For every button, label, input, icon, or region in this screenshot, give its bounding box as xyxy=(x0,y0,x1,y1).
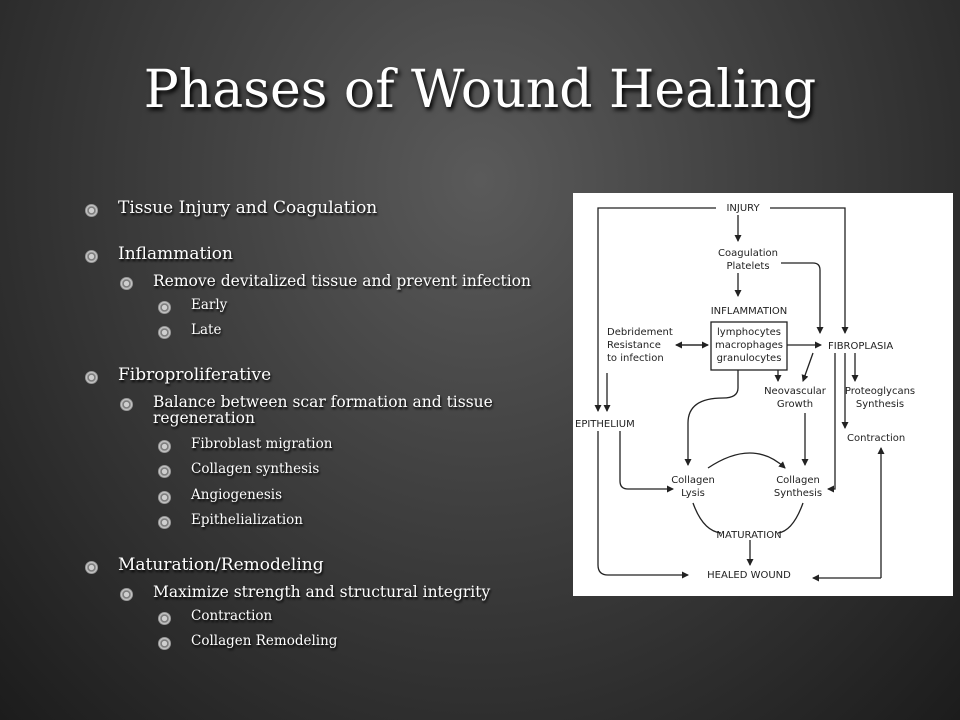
bullet-text: Maturation/Remodeling xyxy=(118,555,324,575)
arrow-epithelium-healed xyxy=(597,431,689,579)
bullet-text: Epithelialization xyxy=(191,512,303,528)
node-neovascular: Neovascular xyxy=(764,386,827,397)
node-collagen-lysis-2: Lysis xyxy=(681,488,705,499)
bullet-collagen-remodeling: Collagen Remodeling xyxy=(158,633,338,650)
cell-lymphocytes: lymphocytes xyxy=(717,327,781,338)
bullet-icon xyxy=(158,637,171,650)
bullet-icon xyxy=(85,250,98,263)
node-epithelium: EPITHELIUM xyxy=(575,419,635,430)
bullet-icon xyxy=(158,440,171,453)
node-collagen-synthesis-2: Synthesis xyxy=(774,488,822,499)
arc-lysis-maturation xyxy=(692,502,722,534)
bullet-text: Late xyxy=(191,322,222,338)
cell-granulocytes: granulocytes xyxy=(717,353,782,364)
bullet-icon xyxy=(85,204,98,217)
diagram-svg: INJURY Coagulation Platelets INFLAMMATIO… xyxy=(575,203,915,582)
node-collagen-lysis-1: Collagen xyxy=(671,475,715,486)
bullet-inflammation: Inflammation xyxy=(85,244,233,264)
bullet-late: Late xyxy=(158,322,222,339)
bullet-icon xyxy=(120,588,133,601)
bullet-text: Remove devitalized tissue and prevent in… xyxy=(153,272,531,290)
node-proteoglycans: Proteoglycans xyxy=(845,386,915,397)
arrow-injury-fibroplasia xyxy=(770,207,849,334)
bullet-text: Angiogenesis xyxy=(191,487,283,503)
bullet-text: Contraction xyxy=(191,608,273,624)
node-coagulation: Coagulation xyxy=(718,248,778,259)
bullet-icon xyxy=(158,326,171,339)
node-inflammation: INFLAMMATION xyxy=(711,306,788,317)
node-debridement: Debridement xyxy=(607,327,673,338)
arc-lysis-synthesis xyxy=(707,452,786,469)
arc-synthesis-maturation xyxy=(777,502,804,534)
bullet-fibro-sub: Balance between scar formation and tissu… xyxy=(120,393,493,428)
arrow-coagulation-fibroplasia xyxy=(781,262,824,334)
bullet-maturation: Maturation/Remodeling xyxy=(85,555,324,575)
bullet-icon xyxy=(120,398,133,411)
bullet-early: Early xyxy=(158,297,228,314)
bullet-fibroblast-migration: Fibroblast migration xyxy=(158,436,333,453)
bullet-icon xyxy=(120,277,133,290)
node-maturation: MATURATION xyxy=(716,530,781,541)
bullet-text: Collagen synthesis xyxy=(191,461,320,477)
node-contraction: Contraction xyxy=(847,433,905,444)
cell-macrophages: macrophages xyxy=(715,340,783,351)
bullet-maturation-sub: Maximize strength and structural integri… xyxy=(120,583,491,601)
bullet-text: Fibroblast migration xyxy=(191,436,333,452)
node-healed-wound: HEALED WOUND xyxy=(707,570,791,581)
bullet-list: Tissue Injury and Coagulation Inflammati… xyxy=(85,198,531,650)
bullet-icon xyxy=(158,491,171,504)
arrow-fibro-synthesis xyxy=(827,353,836,493)
node-resistance: Resistance xyxy=(607,340,661,351)
bullet-icon xyxy=(158,612,171,625)
arrow-injury-epithelium xyxy=(594,207,716,412)
bullet-tissue-injury: Tissue Injury and Coagulation xyxy=(85,198,378,218)
bullet-icon xyxy=(158,516,171,529)
bullet-text-line2: regeneration xyxy=(153,409,255,428)
bullet-inflammation-sub: Remove devitalized tissue and prevent in… xyxy=(120,272,531,290)
wound-healing-diagram: INJURY Coagulation Platelets INFLAMMATIO… xyxy=(573,193,953,596)
node-platelets: Platelets xyxy=(726,261,769,272)
cell-types-box xyxy=(710,321,788,371)
bullet-icon xyxy=(85,561,98,574)
arrow-box-collagen-lysis xyxy=(684,370,739,466)
bullet-contraction: Contraction xyxy=(158,608,273,625)
node-injury: INJURY xyxy=(726,203,760,214)
bullet-angiogenesis: Angiogenesis xyxy=(158,487,283,504)
node-growth: Growth xyxy=(777,399,813,410)
node-fibroplasia: FIBROPLASIA xyxy=(828,341,893,352)
node-collagen-synthesis-1: Collagen xyxy=(776,475,820,486)
bullet-text-line1: Balance between scar formation and tissu… xyxy=(153,393,493,411)
node-synthesis: Synthesis xyxy=(856,399,904,410)
arrow-fibro-neovascular xyxy=(801,352,814,382)
slide-title: Phases of Wound Healing xyxy=(143,60,817,120)
bullet-text: Collagen Remodeling xyxy=(191,633,338,649)
bullet-icon xyxy=(158,301,171,314)
bullet-icon xyxy=(158,465,171,478)
bullet-text: Inflammation xyxy=(118,244,233,264)
bullet-text: Tissue Injury and Coagulation xyxy=(118,198,378,218)
node-to-infection: to infection xyxy=(607,353,664,364)
bullet-collagen-synthesis: Collagen synthesis xyxy=(158,461,320,478)
bullet-text: Maximize strength and structural integri… xyxy=(153,583,491,601)
bullet-icon xyxy=(85,371,98,384)
bullet-text: Fibroproliferative xyxy=(118,365,272,385)
arrow-epithelium-lysis xyxy=(619,431,674,493)
bullet-epithelialization: Epithelialization xyxy=(158,512,303,529)
bullet-fibroproliferative: Fibroproliferative xyxy=(85,365,272,385)
bullet-text: Early xyxy=(191,297,228,313)
